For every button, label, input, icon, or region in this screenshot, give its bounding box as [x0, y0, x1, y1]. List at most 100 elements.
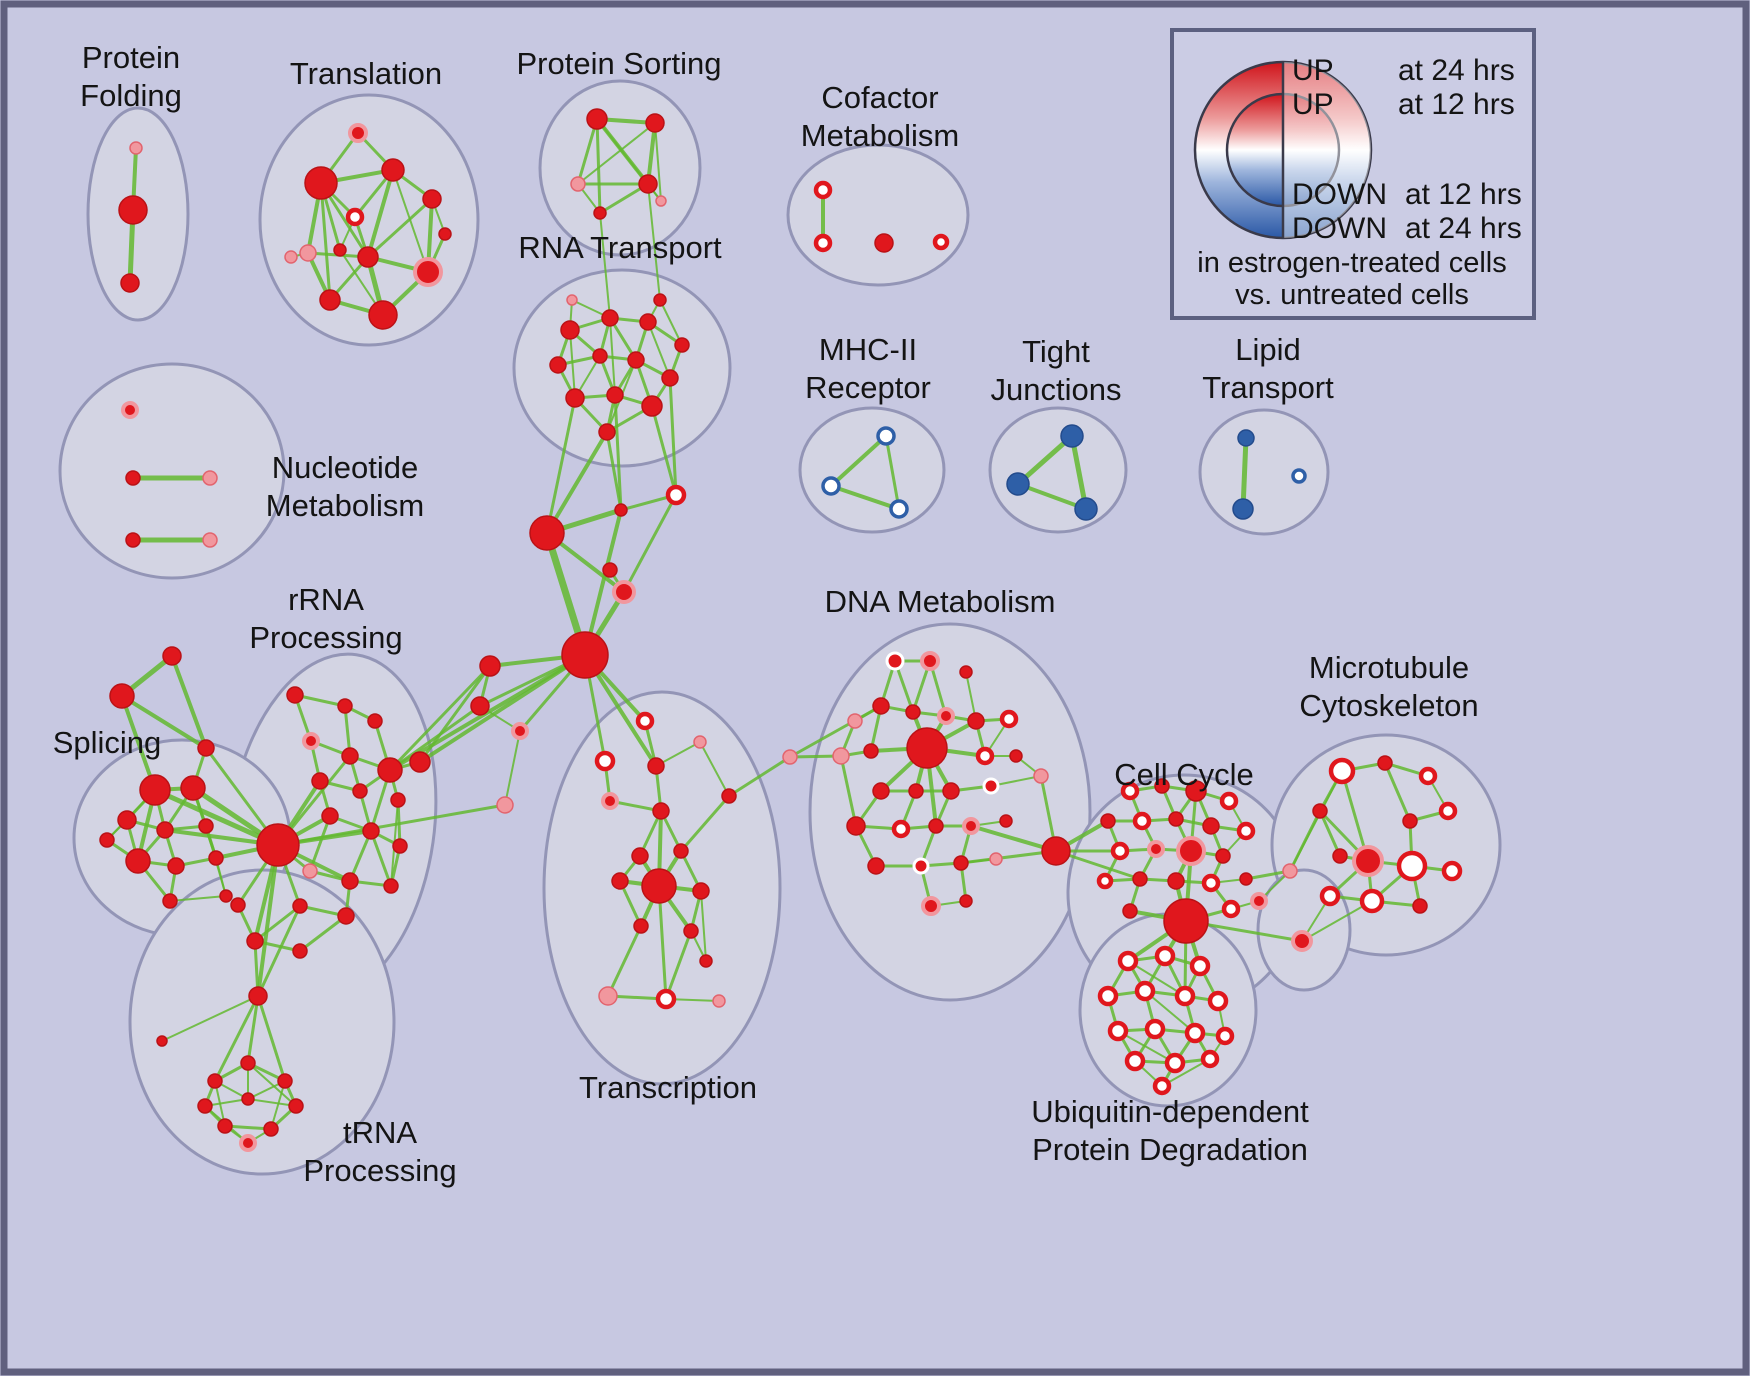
gene-node-white-ring-red: [1120, 781, 1140, 801]
gene-node-red-up: [352, 783, 368, 799]
gene-node-red-up: [479, 655, 501, 677]
edge: [606, 924, 643, 998]
gene-node-white-ring-red: [1215, 1026, 1235, 1046]
gene-node-white-ring-red: [1328, 757, 1356, 785]
gene-node-pink-up-weak: [202, 532, 218, 548]
gene-node-red-up: [246, 932, 264, 950]
edge: [388, 664, 492, 772]
edge: [298, 914, 348, 953]
gene-node-red-up: [627, 351, 645, 369]
edge: [647, 321, 671, 379]
gene-node-red-up: [197, 1098, 213, 1114]
legend-up24-label: UP: [1292, 54, 1334, 87]
cluster-label-rna-transport: RNA Transport: [518, 230, 722, 265]
gene-node-white-ring-red: [1219, 791, 1239, 811]
gene-node-red-up: [1168, 811, 1184, 827]
gene-node-red-dot-white-ring: [885, 651, 905, 671]
gene-node-red-up: [529, 515, 565, 551]
gene-node-red-up: [118, 195, 148, 225]
gene-node-red-up: [652, 802, 670, 820]
gene-node-white-ring-red: [1154, 945, 1176, 967]
gene-node-red-up: [125, 470, 141, 486]
edge: [577, 122, 656, 185]
edge: [170, 654, 208, 750]
cluster-label-transcription: Transcription: [579, 1070, 757, 1105]
gene-node-red-up-halo: [511, 722, 529, 740]
gene-node-red-up: [1215, 848, 1231, 864]
edge: [969, 824, 1058, 853]
gene-node-red-up-halo: [302, 732, 320, 750]
gene-node-red-up: [120, 273, 140, 293]
edge: [1383, 761, 1412, 823]
gene-node-white-ring-red: [1396, 850, 1428, 882]
edge: [839, 754, 858, 828]
gene-node-red-up: [368, 300, 398, 330]
gene-node-red-up: [99, 832, 115, 848]
gene-node-pink-up-weak: [202, 470, 218, 486]
gene-node-white-ring-red: [1207, 990, 1229, 1012]
edge: [884, 434, 901, 511]
gene-node-red-up: [633, 918, 649, 934]
gene-node-white-ring-red: [1174, 985, 1196, 1007]
gene-node-red-up: [874, 233, 894, 253]
gene-node-pink-up-weak: [989, 852, 1003, 866]
gene-node-red-up-halo: [921, 896, 941, 916]
gene-node-red-up: [319, 289, 341, 311]
gene-node-white-ring-red: [665, 484, 687, 506]
gene-node-red-up: [606, 386, 624, 404]
gene-node-pink-up-weak: [299, 244, 317, 262]
cluster-label-dna-metabolism: DNA Metabolism: [825, 584, 1056, 619]
gene-node-red-up: [333, 243, 347, 257]
gene-node-white-ring-red: [1096, 872, 1114, 890]
gene-node-red-up: [614, 503, 628, 517]
gene-node-white-ring-red: [1164, 1052, 1186, 1074]
edge: [605, 430, 623, 512]
gene-node-white-ring-red: [1117, 950, 1139, 972]
edge: [613, 393, 623, 512]
gene-node-pink-up-weak: [832, 747, 850, 765]
edge: [418, 653, 587, 764]
gene-node-red-up: [641, 395, 663, 417]
edge: [647, 183, 661, 301]
edge: [829, 484, 901, 511]
gene-node-red-up: [277, 1073, 293, 1089]
gene-node-white-ring-red: [1134, 980, 1156, 1002]
gene-node-pink-up-weak: [570, 176, 586, 192]
gene-node-red-up: [392, 838, 408, 854]
edge: [583, 508, 623, 657]
gene-node-red-up: [905, 704, 921, 720]
gene-node-white-ring-red: [345, 207, 365, 227]
gene-node-red-up: [908, 783, 924, 799]
edge: [1117, 1030, 1176, 1064]
gene-node-red-up: [208, 850, 224, 866]
gene-node-red-up: [863, 743, 879, 759]
gene-node-red-up: [357, 246, 379, 268]
edge: [699, 741, 730, 797]
cluster-label-translation: Translation: [290, 56, 442, 91]
gene-node-red-up: [641, 868, 677, 904]
gene-node-red-up: [167, 857, 185, 875]
edge: [1240, 435, 1249, 512]
gene-node-blue-ring-down: [821, 476, 841, 496]
edge: [576, 117, 599, 186]
edge: [348, 829, 373, 883]
gene-node-red-up: [1132, 871, 1148, 887]
edge: [959, 849, 1058, 865]
gene-node-blue-down: [1232, 498, 1254, 520]
legend: UP at 24 hrs UP at 12 hrs DOWN at 12 hrs…: [1170, 28, 1536, 320]
cluster-ellipse-lipid-transport: [1198, 408, 1330, 536]
gene-node-red-up: [321, 807, 339, 825]
edge: [256, 904, 302, 998]
edge: [622, 493, 678, 594]
edge: [418, 664, 492, 764]
gene-node-red-up: [470, 696, 490, 716]
gene-node-red-up: [241, 1092, 255, 1106]
gene-node-red-up-halo: [1291, 930, 1313, 952]
gene-node-white-ring-red: [1097, 985, 1119, 1007]
